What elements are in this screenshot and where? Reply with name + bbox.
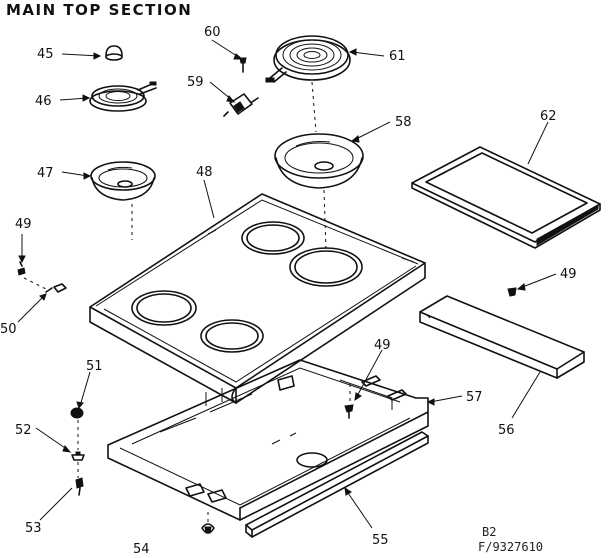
callout-57: 57	[466, 390, 483, 405]
part-52-screw	[71, 451, 85, 461]
callout-leaders	[17, 39, 557, 529]
part-45-cap	[105, 45, 123, 61]
part-50-clip	[45, 283, 67, 293]
part-51-grommet	[70, 407, 84, 419]
callout-49-right: 49	[560, 267, 577, 282]
callout-50: 50	[0, 322, 17, 337]
callout-61: 61	[389, 49, 406, 64]
part-49-screw-left	[17, 261, 26, 276]
callout-49-left: 49	[15, 217, 32, 232]
part-54-fastener	[201, 523, 215, 534]
callout-54: 54	[133, 542, 150, 557]
diagram-title: MAIN TOP SECTION	[6, 1, 193, 19]
callout-55: 55	[372, 533, 389, 548]
part-53-bolt	[75, 477, 84, 496]
part-55-front-strip	[245, 431, 429, 538]
part-47-small-drip-bowl	[90, 161, 156, 201]
callout-60: 60	[204, 25, 221, 40]
part-46-small-coil-element	[89, 81, 157, 112]
callout-47: 47	[37, 166, 54, 181]
callout-numbers: 45 46 47 48 49 50 51 52 53 54 55 56 57 5…	[0, 25, 577, 557]
callout-48: 48	[196, 165, 213, 180]
callout-51: 51	[86, 359, 103, 374]
part-58-large-drip-bowl	[274, 133, 364, 189]
callout-45: 45	[37, 47, 54, 62]
callout-49-center: 49	[374, 338, 391, 353]
part-61-large-coil-element	[265, 35, 351, 83]
part-49-screw-right	[507, 287, 517, 297]
callout-46: 46	[35, 94, 52, 109]
part-49-screw-center	[344, 404, 354, 419]
part-60-screw	[239, 57, 247, 73]
alignment-lines	[23, 81, 351, 524]
callout-53: 53	[25, 521, 42, 536]
callout-56: 56	[498, 423, 515, 438]
part-57-lower-frame	[107, 359, 429, 521]
callout-52: 52	[15, 423, 32, 438]
callout-58: 58	[395, 115, 412, 130]
part-59-terminal-block	[223, 93, 259, 117]
callout-62: 62	[540, 109, 557, 124]
drawing-code: F/9327610	[478, 540, 544, 554]
part-62-cover-panel	[411, 146, 601, 249]
callout-59: 59	[187, 75, 204, 90]
page-number: B2	[482, 525, 497, 539]
part-56-rear-trim	[419, 295, 585, 379]
part-48-main-cooktop	[89, 193, 426, 404]
